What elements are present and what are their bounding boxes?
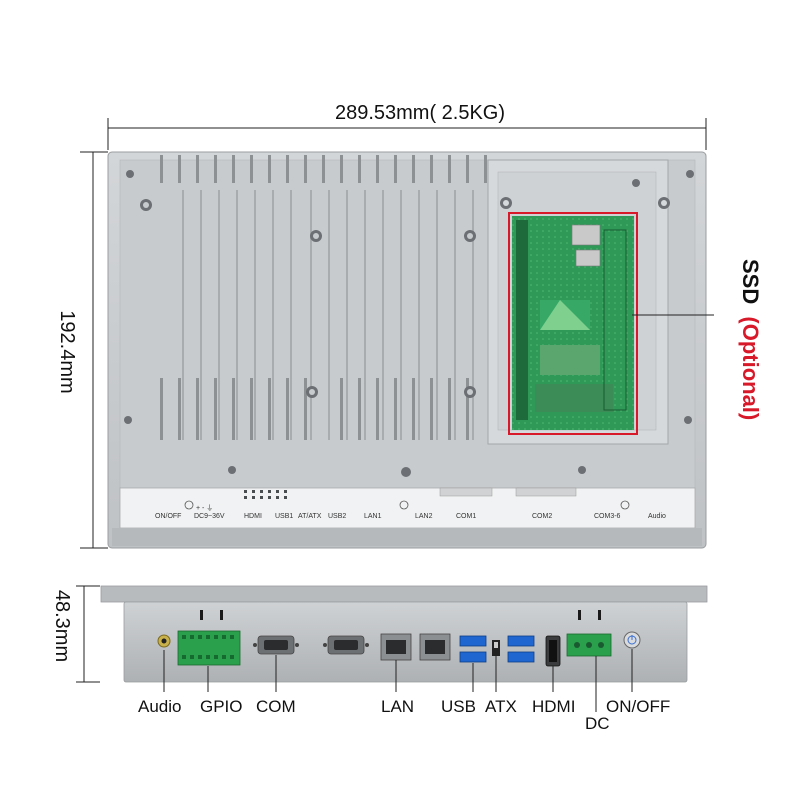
io-label-com36: COM3-6 xyxy=(594,513,621,520)
depth-label: 48.3mm xyxy=(51,589,73,663)
gpio-terminal xyxy=(177,630,241,666)
com-port-2 xyxy=(323,635,369,655)
back-view: ON/OFF + - ⏚ DC9~36V HDMI USB1 AT/ATX US… xyxy=(107,151,714,549)
hdmi-port xyxy=(545,635,561,667)
io-label-audio: Audio xyxy=(648,513,666,520)
io-label-lan2: LAN2 xyxy=(415,513,433,520)
heatsink-channels xyxy=(182,190,474,440)
ssd-optional: (Optional) xyxy=(738,316,763,421)
side-label-onoff: ON/OFF xyxy=(606,697,671,716)
depth-dimension xyxy=(76,585,100,683)
ssd-highlight-box xyxy=(508,212,638,435)
io-label-lan1: LAN1 xyxy=(364,513,382,520)
io-label-onoff: ON/OFF xyxy=(155,513,181,520)
io-label-atatx: AT/ATX xyxy=(298,513,322,520)
width-label: 289.53mm( 2.5KG) xyxy=(334,102,506,124)
side-label-lan: LAN xyxy=(381,697,415,716)
height-label: 192.4mm xyxy=(56,310,78,394)
io-label-com2: COM2 xyxy=(532,513,552,520)
dc-terminal xyxy=(566,633,612,657)
ssd-title: SSD xyxy=(738,259,763,305)
io-label-hdmi: HDMI xyxy=(244,513,262,520)
screw-holes xyxy=(124,170,694,477)
usb-ports xyxy=(459,635,535,663)
side-leader-lines xyxy=(163,649,633,712)
vent-slots-lower xyxy=(160,378,469,440)
io-label-usb1: USB1 xyxy=(275,513,293,520)
side-label-atx: ATX xyxy=(485,697,517,716)
audio-jack xyxy=(157,634,171,648)
side-label-dc: DC xyxy=(585,714,610,733)
side-label-hdmi: HDMI xyxy=(532,697,576,716)
io-port-label-texts: ON/OFF + - ⏚ DC9~36V HDMI USB1 AT/ATX US… xyxy=(155,504,666,520)
com-port-1 xyxy=(253,635,299,655)
io-label-com1: COM1 xyxy=(456,513,476,520)
ssd-pcb xyxy=(512,216,634,430)
side-label-audio: Audio xyxy=(138,697,182,716)
heatsink-fins-top xyxy=(160,155,487,183)
height-dimension xyxy=(80,151,108,549)
atx-switch xyxy=(492,640,500,656)
io-label-dc: DC9~36V xyxy=(194,513,225,520)
power-button-icon xyxy=(623,631,641,649)
lan-port-2 xyxy=(419,633,451,661)
side-view xyxy=(100,585,708,712)
width-dimension xyxy=(107,118,707,150)
io-label-strip xyxy=(112,487,702,546)
lan-port-1 xyxy=(380,633,412,661)
side-label-gpio: GPIO xyxy=(200,697,243,716)
ssd-label: SSD (Optional) xyxy=(733,259,763,459)
io-label-usb2: USB2 xyxy=(328,513,346,520)
side-label-com: COM xyxy=(256,697,296,716)
side-label-usb: USB xyxy=(441,697,476,716)
io-label-polarity: + - ⏚ xyxy=(196,504,213,512)
